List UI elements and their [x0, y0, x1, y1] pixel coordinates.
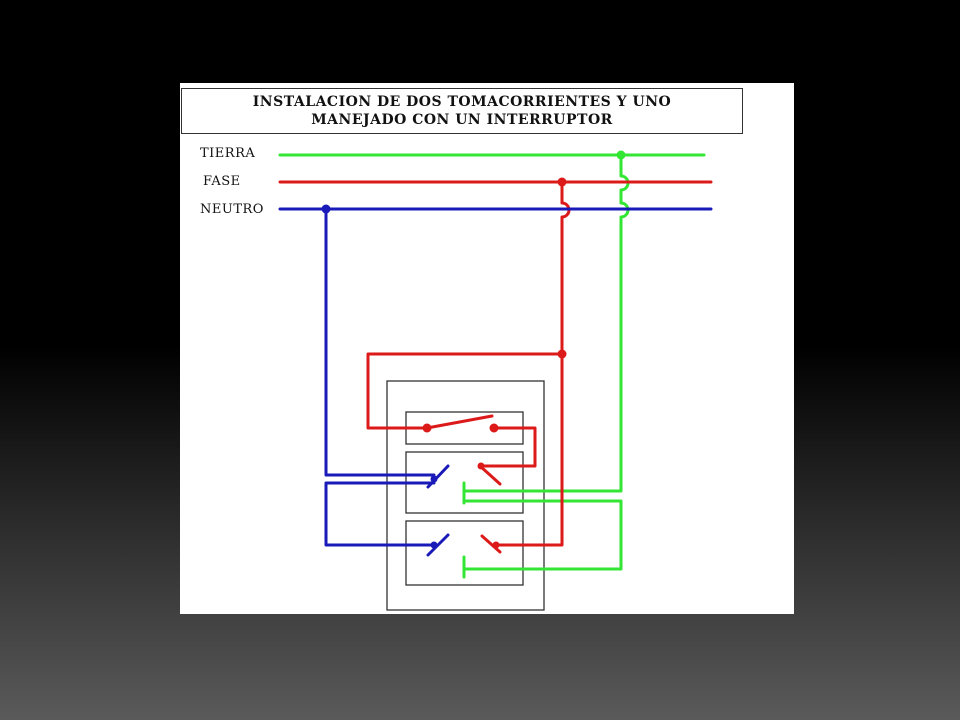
fase-drop-to-switch	[366, 180, 571, 430]
outlet-1-fase-dot	[477, 462, 485, 470]
diagram-title-line-2: MANEJADO CON UN INTERRUPTOR	[311, 112, 613, 128]
label-fase: FASE	[203, 174, 241, 189]
label-neutro: NEUTRO	[200, 202, 264, 217]
outlet-2-fase-dot	[492, 541, 500, 549]
neutro-junction-dot	[321, 204, 331, 214]
outlet-2-neutro-dot	[430, 541, 438, 549]
tierra-wiring	[278, 153, 706, 579]
switched-fase-to-outlet-1	[479, 426, 537, 468]
tierra-junction-dot	[616, 150, 626, 160]
outlet-2-fase-terminal	[480, 534, 502, 554]
label-tierra: TIERRA	[200, 146, 256, 161]
fase-wiring	[278, 180, 713, 554]
circuit-svg	[278, 150, 713, 611]
outlet-2-neutro-terminal	[426, 533, 450, 557]
outlet-enclosure	[386, 380, 545, 611]
outlet-1-fase-terminal	[478, 464, 502, 486]
diagram-panel: INSTALACION DE DOS TOMACORRIENTES Y UNO …	[180, 83, 794, 614]
diagram-title-box: INSTALACION DE DOS TOMACORRIENTES Y UNO …	[181, 88, 743, 134]
tierra-to-outlet-2	[462, 499, 623, 571]
neutro-drop-to-outlet-1	[324, 207, 436, 477]
neutro-wiring	[278, 207, 713, 557]
neutro-to-outlet-2	[324, 481, 436, 547]
outlet-box-2	[405, 520, 524, 586]
fase-to-outlet-2	[494, 352, 564, 547]
fase-branch-dot	[557, 349, 567, 359]
diagram-title-line-1: INSTALACION DE DOS TOMACORRIENTES Y UNO	[252, 94, 672, 110]
tierra-drop-to-outlet-1	[462, 153, 630, 493]
switch-contact-left	[422, 423, 432, 433]
switch-contact-right	[489, 423, 499, 433]
outlet-1-neutro-terminal	[426, 464, 450, 489]
outlet-1-neutro-dot	[430, 475, 438, 483]
fase-junction-dot	[557, 177, 567, 187]
switch-lever	[425, 414, 494, 430]
